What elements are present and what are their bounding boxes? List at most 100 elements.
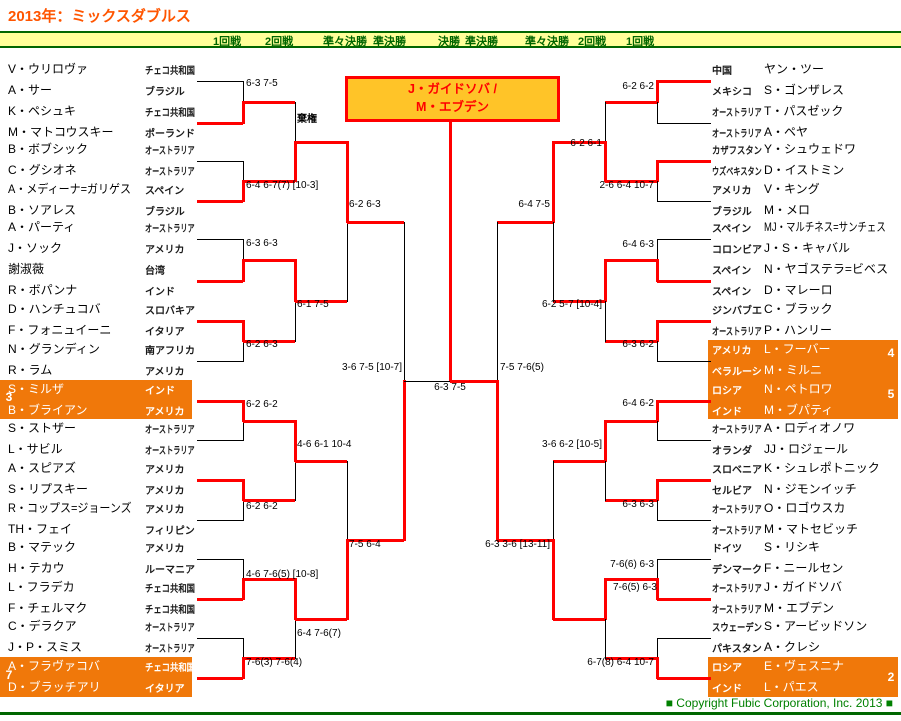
bracket-line xyxy=(295,300,347,303)
bracket-line xyxy=(197,280,243,283)
bracket-line xyxy=(449,115,452,381)
bracket-line xyxy=(294,420,297,462)
bracket-line xyxy=(605,340,657,343)
bracket-line xyxy=(657,361,711,362)
country-label: アメリカ xyxy=(145,505,185,516)
bracket-line xyxy=(605,102,606,143)
player-name: S・ミルザ xyxy=(8,382,65,396)
bracket-line xyxy=(553,300,605,303)
bracket-line xyxy=(242,400,245,422)
player-name: C・デラクア xyxy=(8,619,77,633)
bracket-line xyxy=(242,657,245,679)
bracket-line xyxy=(553,618,605,621)
bracket-line xyxy=(197,200,243,203)
player-name: R・ラム xyxy=(8,363,53,377)
bracket-line xyxy=(243,81,244,103)
country-label: オーストラリア xyxy=(145,446,195,457)
bracket-line xyxy=(657,239,658,261)
bracket-line xyxy=(243,638,244,659)
bracket-line xyxy=(497,221,553,224)
player-name: D・マレーロ xyxy=(764,283,833,297)
seed-number: 3 xyxy=(5,390,13,404)
country-label: チェコ共和国 xyxy=(145,584,195,595)
bracket-line xyxy=(553,141,605,144)
bracket-line xyxy=(197,559,243,560)
bracket-line xyxy=(243,341,244,362)
bracket-line xyxy=(657,520,711,521)
bracket-line xyxy=(197,520,243,521)
bracket-line xyxy=(656,320,659,342)
walkover-label: 棄権 xyxy=(297,114,317,125)
page-title: 2013年：ミックスダブルス xyxy=(8,8,191,25)
bracket-line xyxy=(243,239,244,261)
bracket-line xyxy=(295,301,296,342)
seeded-team-highlight xyxy=(708,340,898,419)
country-label: アメリカ xyxy=(145,367,185,378)
country-label: オーストラリア xyxy=(145,623,195,634)
bracket-line xyxy=(657,598,711,601)
bracket-line xyxy=(197,239,243,240)
bracket-line xyxy=(604,141,607,182)
bracket-line xyxy=(553,460,605,463)
bracket-line xyxy=(656,160,659,182)
country-label: ドイツ xyxy=(712,544,742,555)
player-name: C・グシオネ xyxy=(8,163,77,177)
country-label: チェコ共和国 xyxy=(145,663,195,674)
champion-name-line2: M・エブデン xyxy=(416,100,489,114)
country-label: ブラジル xyxy=(145,87,185,98)
country-label: チェコ共和国 xyxy=(145,108,195,119)
match-score: 7-6(3) 7-6(4) xyxy=(246,657,303,668)
bracket-line xyxy=(656,657,659,679)
player-name: A・ペヤ xyxy=(764,125,809,139)
bracket-line xyxy=(243,657,295,660)
player-name: D・ブラッチアリ xyxy=(8,680,101,694)
country-label: オーストラリア xyxy=(712,129,762,140)
player-name: N・グランディン xyxy=(8,342,100,356)
country-label: アメリカ xyxy=(145,486,185,497)
bracket-line xyxy=(243,559,244,580)
country-label: 南アフリカ xyxy=(145,346,195,357)
bracket-line xyxy=(657,320,711,323)
country-label: パキスタン xyxy=(712,644,762,655)
bracket-line xyxy=(656,400,659,422)
bracket-line xyxy=(197,440,243,441)
country-label: オーストラリア xyxy=(712,584,762,595)
country-label: インド xyxy=(145,386,175,397)
bracket-line xyxy=(657,500,658,521)
bracket-line xyxy=(657,638,658,659)
bracket-line xyxy=(657,160,711,163)
champion-box: J・ガイドソバ / M・エブデン xyxy=(345,76,560,122)
bracket-line xyxy=(605,301,606,342)
seeded-team-highlight xyxy=(0,380,192,419)
country-label: カザフスタン xyxy=(712,146,762,157)
bracket-line xyxy=(605,657,657,660)
bracket-line xyxy=(197,81,243,82)
bracket-line xyxy=(657,559,658,580)
bracket-line xyxy=(243,420,295,423)
final-score: 6-3 7-5 xyxy=(434,382,466,393)
player-name: E・ヴェスニナ xyxy=(764,659,845,673)
bracket-line xyxy=(656,259,659,282)
country-label: オーストラリア xyxy=(712,108,762,119)
round-label: 2回戦 xyxy=(265,36,294,48)
bracket-line xyxy=(347,539,404,542)
country-label: オーストラリア xyxy=(145,224,195,235)
player-name: M・エブデン xyxy=(764,601,834,615)
player-name: B・ボブシック xyxy=(8,142,89,156)
player-name: F・ニールセン xyxy=(764,561,844,575)
bracket-line xyxy=(404,222,405,382)
bracket-line xyxy=(243,340,295,343)
country-label: インド xyxy=(145,287,175,298)
player-name: C・ブラック xyxy=(764,302,833,316)
bracket-line xyxy=(657,102,658,124)
bracket-line xyxy=(243,499,295,502)
country-label: ジンバブエ xyxy=(712,306,762,317)
match-score: 3-6 6-2 [10-5] xyxy=(541,439,602,450)
bracket-line xyxy=(656,80,659,103)
country-label: アメリカ xyxy=(145,245,185,256)
player-name: J・ガイドソバ xyxy=(764,580,843,594)
country-label: フィリピン xyxy=(145,526,195,537)
country-label: コロンビア xyxy=(712,245,762,256)
bracket-line xyxy=(657,559,711,560)
bracket-line xyxy=(404,381,450,382)
